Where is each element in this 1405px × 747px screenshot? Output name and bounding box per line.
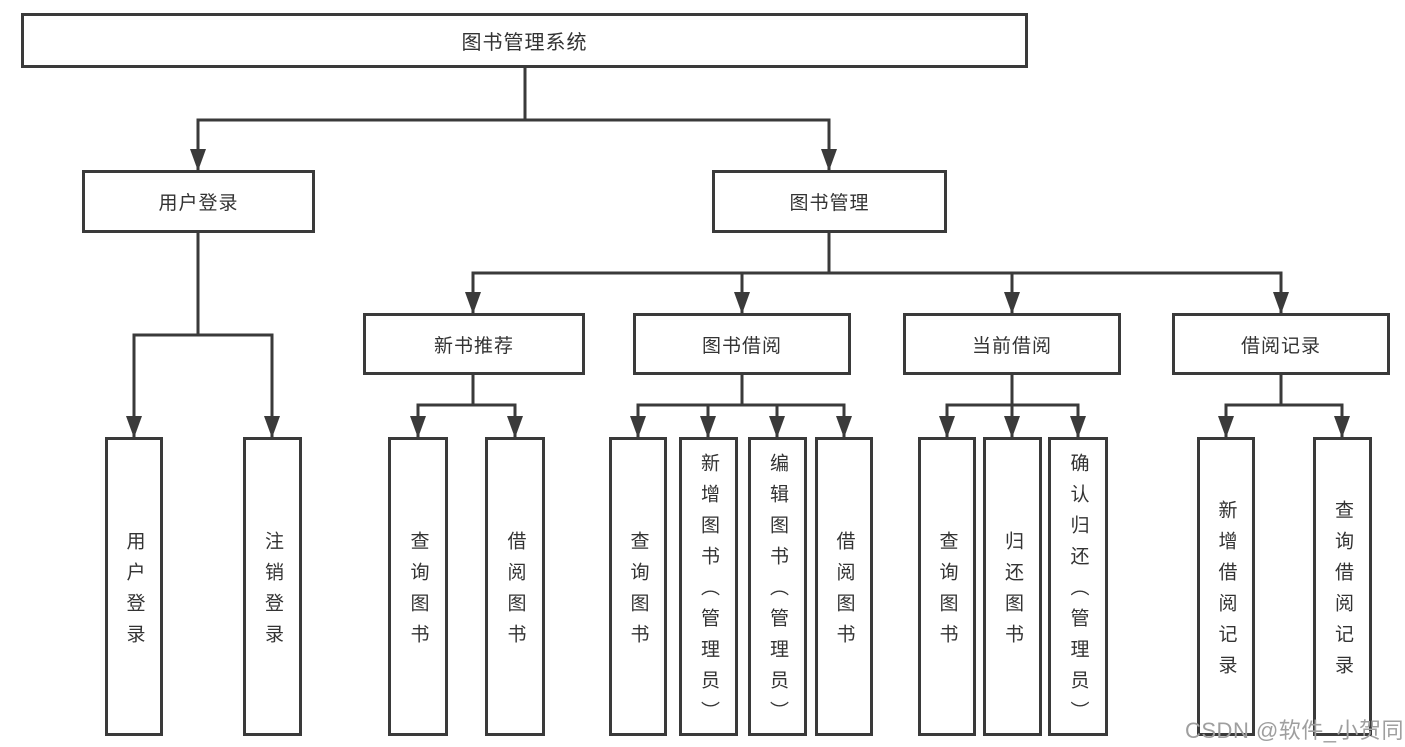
leaf-query-books-current: 查询图书 [918,437,976,736]
leaf-logout-label: 注销登录 [262,530,283,655]
leaf-borrow-books-recommend: 借阅图书 [485,437,545,736]
node-current-borrowing: 当前借阅 [903,313,1121,375]
leaf-query-books-current-label: 查询图书 [936,530,958,655]
leaf-add-borrow-record-label: 新增借阅记录 [1215,499,1237,686]
leaf-query-books-borrowing-label: 查询图书 [627,530,649,655]
leaf-query-borrow-record: 查询借阅记录 [1313,437,1372,736]
leaf-logout: 注销登录 [243,437,302,736]
leaf-edit-book-admin: 编辑图书（管理员） [748,437,807,736]
leaf-user-login-label: 用户登录 [123,530,145,655]
leaf-add-borrow-record: 新增借阅记录 [1197,437,1255,736]
node-new-book-recommendation-label: 新书推荐 [433,335,514,357]
node-borrowing-records: 借阅记录 [1172,313,1390,375]
leaf-borrow-books-recommend-label: 借阅图书 [504,530,526,655]
leaf-user-login: 用户登录 [105,437,163,736]
node-root: 图书管理系统 [21,13,1028,68]
node-book-borrowing: 图书借阅 [633,313,851,375]
leaf-query-books-borrowing: 查询图书 [609,437,667,736]
leaf-add-book-admin-label: 新增图书（管理员） [698,453,719,732]
leaf-query-books-recommend: 查询图书 [388,437,448,736]
node-root-label: 图书管理系统 [461,32,588,54]
node-book-management-label: 图书管理 [789,193,870,214]
leaf-borrow-books-borrowing-label: 借阅图书 [833,530,855,655]
leaf-query-borrow-record-label: 查询借阅记录 [1332,499,1353,686]
node-user-login: 用户登录 [82,170,315,233]
node-book-borrowing-label: 图书借阅 [701,335,782,357]
leaf-return-books-label: 归还图书 [1002,530,1023,655]
leaf-query-books-recommend-label: 查询图书 [407,530,429,655]
node-borrowing-records-label: 借阅记录 [1240,335,1321,357]
leaf-edit-book-admin-label: 编辑图书（管理员） [767,453,788,732]
leaf-add-book-admin: 新增图书（管理员） [679,437,738,736]
node-user-login-label: 用户登录 [158,193,239,214]
leaf-borrow-books-borrowing: 借阅图书 [815,437,873,736]
watermark-text: CSDN @软件_小贺同学 [1185,718,1405,743]
node-new-book-recommendation: 新书推荐 [363,313,585,375]
leaf-confirm-return-admin: 确认归还（管理员） [1048,437,1108,736]
leaf-return-books: 归还图书 [983,437,1042,736]
leaf-confirm-return-admin-label: 确认归还（管理员） [1067,453,1089,732]
node-book-management: 图书管理 [712,170,947,233]
node-current-borrowing-label: 当前借阅 [971,335,1052,357]
